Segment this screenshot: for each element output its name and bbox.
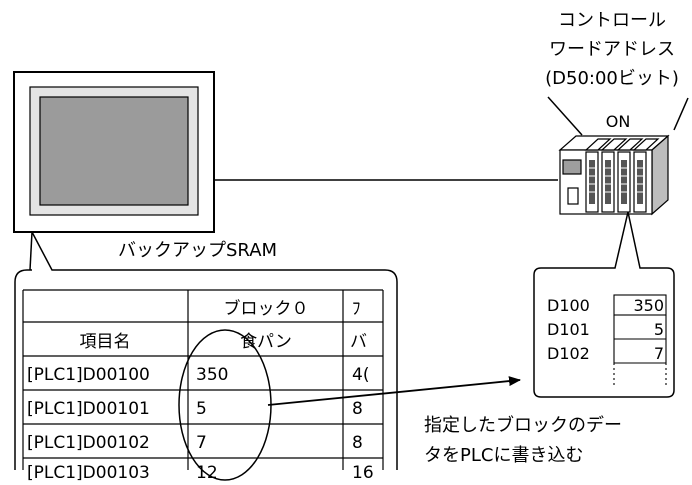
row-address: [PLC1]D00102 xyxy=(27,433,150,453)
callout-line-left xyxy=(547,96,583,136)
plc-register-bubble xyxy=(533,211,675,398)
register-name: D101 xyxy=(547,320,590,339)
plc-unit-icon xyxy=(558,134,670,216)
next-block-header: ﾌ xyxy=(352,299,361,319)
control-address-line-3: (D50:00ビット) xyxy=(545,68,679,89)
caption-line-1: 指定したブロックのデー xyxy=(424,414,622,436)
item-name-header: 項目名 xyxy=(80,332,131,352)
row-value: 7 xyxy=(196,433,207,453)
row-value: 12 xyxy=(196,463,218,483)
row-value: 350 xyxy=(196,365,228,385)
backup-sram-table xyxy=(22,289,384,470)
register-value: 350 xyxy=(633,296,664,315)
caption-line-2: タをPLCに書き込む xyxy=(424,445,583,466)
register-name: D100 xyxy=(547,296,590,315)
control-address-line-2: ワードアドレス xyxy=(549,39,675,60)
row-next: 8 xyxy=(352,399,363,419)
register-name: D102 xyxy=(547,344,590,363)
register-value: 5 xyxy=(654,320,664,339)
register-value: 7 xyxy=(654,344,664,363)
row-address: [PLC1]D00103 xyxy=(27,463,150,483)
control-address-line-1: コントロール xyxy=(558,10,666,31)
callout-line-right xyxy=(673,97,689,131)
row-address: [PLC1]D00101 xyxy=(27,399,150,419)
row-next: 16 xyxy=(352,463,374,483)
row-next: 8 xyxy=(352,433,363,453)
row-address: [PLC1]D00100 xyxy=(27,365,150,385)
on-state-label: ON xyxy=(606,112,631,131)
row-next: 4( xyxy=(352,365,369,385)
block-0-header: ブロック０ xyxy=(224,298,309,319)
register-value-boxes xyxy=(613,294,667,388)
transfer-arrow xyxy=(267,376,521,406)
display-unit-icon xyxy=(13,71,215,233)
backup-sram-label: バックアップSRAM xyxy=(118,240,277,261)
sram-callout-bubble xyxy=(14,231,398,470)
column-2-header: バ xyxy=(350,332,367,352)
column-1-header: 食パン xyxy=(240,332,292,352)
row-value: 5 xyxy=(196,399,207,419)
